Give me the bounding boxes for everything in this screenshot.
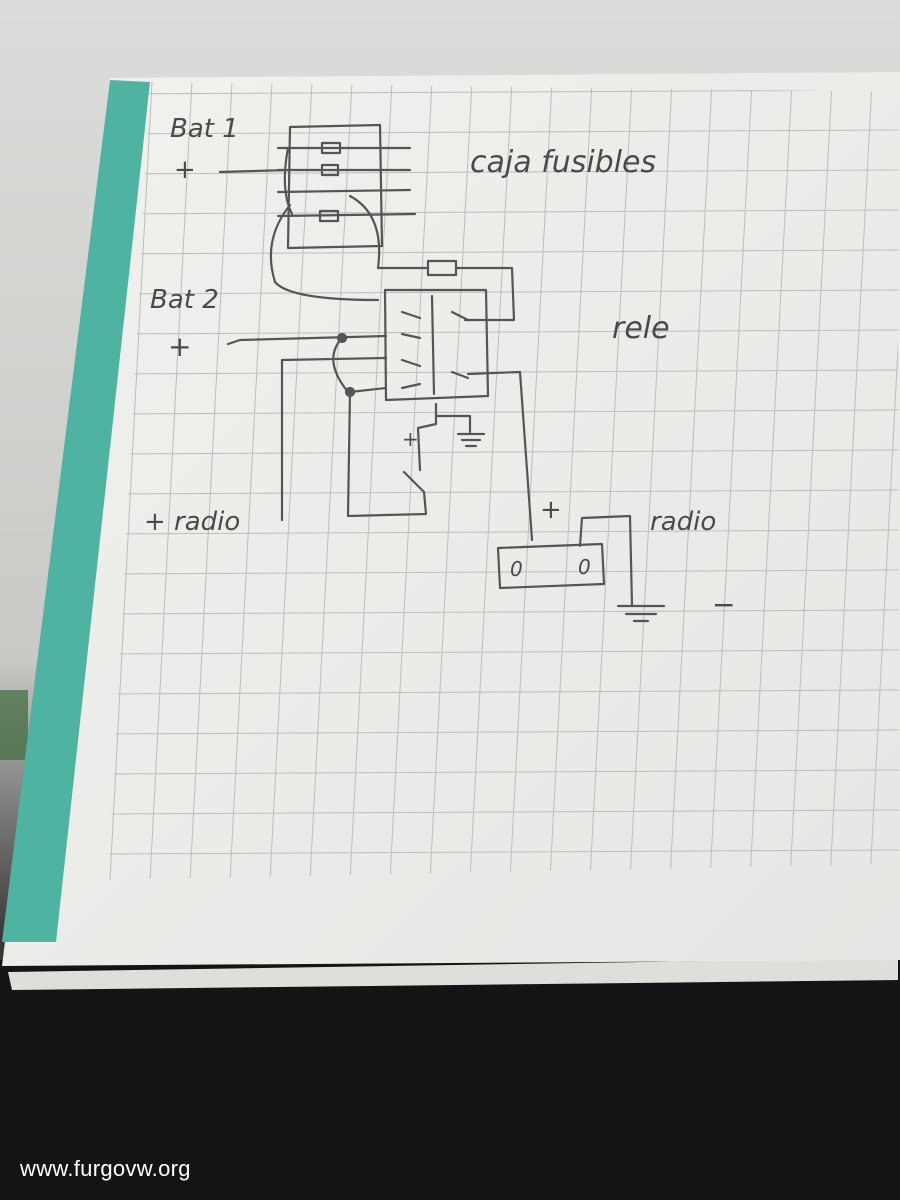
fuse-to-relay-wire: [269, 203, 380, 302]
bat1-label: Bat 1: [170, 114, 239, 144]
desk-shadow: [0, 960, 900, 1200]
grid-line-vertical: [789, 82, 833, 880]
grid-line-vertical: [749, 82, 793, 880]
grid-line-horizontal: [108, 169, 898, 175]
grid-line-horizontal: [108, 809, 898, 815]
radio-minus-wire: [578, 514, 634, 608]
radio-plus-wire: [280, 356, 388, 522]
relay-contacts-left: [400, 310, 422, 390]
bat1-plus-label: +: [174, 155, 196, 185]
switch-loop-wire: [346, 390, 428, 518]
grid-line-horizontal: [108, 89, 898, 95]
notebook-spine: [2, 80, 150, 942]
grid-line-horizontal: [108, 769, 898, 775]
grid-line-vertical: [189, 82, 233, 880]
grid-line-vertical: [549, 82, 593, 880]
radio-minus-label: −: [712, 588, 735, 621]
grid-line-vertical: [149, 82, 193, 880]
grid-line-vertical: [669, 82, 713, 880]
wiring-diagram: [218, 123, 666, 623]
grid-line-vertical: [829, 82, 873, 880]
radio-connector: [496, 542, 606, 590]
grid-line-vertical: [589, 82, 633, 880]
relay-bottom-feed: [348, 386, 388, 394]
relay-to-radio-wire: [466, 370, 534, 542]
switch-plus-label: +: [402, 427, 419, 451]
fuse-2-icon: [320, 163, 340, 177]
grid-line-vertical: [869, 82, 898, 880]
bat2-label: Bat 2: [150, 285, 219, 315]
grid-line-vertical: [429, 82, 473, 880]
fuse-box-label: caja fusibles: [470, 145, 656, 180]
grid-line-vertical: [509, 82, 553, 880]
grid-line-vertical: [629, 82, 673, 880]
grid-line-vertical: [229, 82, 273, 880]
background-object: [0, 690, 28, 760]
radio-plus-label: + radio: [144, 507, 240, 537]
paper-grid: [108, 82, 898, 880]
paper-sheet: [2, 72, 900, 966]
grid-line-horizontal: [108, 329, 898, 335]
inline-fuse-wire-right: [454, 266, 516, 322]
connector-terminal-a: 0: [510, 557, 523, 581]
grid-line-horizontal: [108, 729, 898, 735]
grid-line-horizontal: [108, 489, 898, 495]
connector-terminal-b: 0: [578, 555, 591, 579]
relay-contacts-right: [450, 310, 470, 380]
grid-line-horizontal: [108, 409, 898, 415]
notebook: [2, 72, 900, 990]
grid-line-horizontal: [108, 529, 898, 535]
fuse-lines: [276, 146, 417, 218]
relay: [383, 288, 490, 402]
grid-line-vertical: [709, 82, 753, 880]
switch-feed: [416, 426, 422, 472]
grid-line-horizontal: [108, 649, 898, 655]
fuse-3-icon: [318, 209, 340, 223]
grid-line-horizontal: [108, 689, 898, 695]
bat2-plus-label: +: [168, 330, 191, 363]
ground-icon: [456, 432, 486, 448]
grid-line-horizontal: [108, 609, 898, 615]
relay-divider: [430, 294, 436, 396]
relay-label: rele: [612, 311, 670, 346]
radio-ground-icon: [616, 604, 666, 623]
site-watermark: www.furgovw.org: [20, 1156, 191, 1181]
fuse-1-icon: [320, 141, 342, 155]
fuse-bridge: [283, 146, 294, 216]
fuse-out-curve: [348, 194, 381, 270]
grid-line-horizontal: [108, 129, 898, 135]
radio-connector-plus-label: +: [540, 495, 562, 525]
bat2-loop-wire: [332, 336, 350, 394]
grid-line-horizontal: [108, 289, 898, 295]
radio-label: radio: [650, 507, 716, 537]
grid-line-horizontal: [108, 449, 898, 455]
relay-ground-wire: [434, 414, 472, 434]
grid-line-vertical: [469, 82, 513, 880]
paper-stack-edge: [8, 958, 898, 990]
grid-line-vertical: [389, 82, 433, 880]
grid-line-horizontal: [108, 209, 898, 215]
relay-outline: [383, 288, 490, 402]
grid-line-horizontal: [108, 849, 898, 855]
grid-line-horizontal: [108, 249, 898, 255]
relay-to-switch: [416, 402, 438, 430]
grid-line-vertical: [109, 82, 153, 880]
